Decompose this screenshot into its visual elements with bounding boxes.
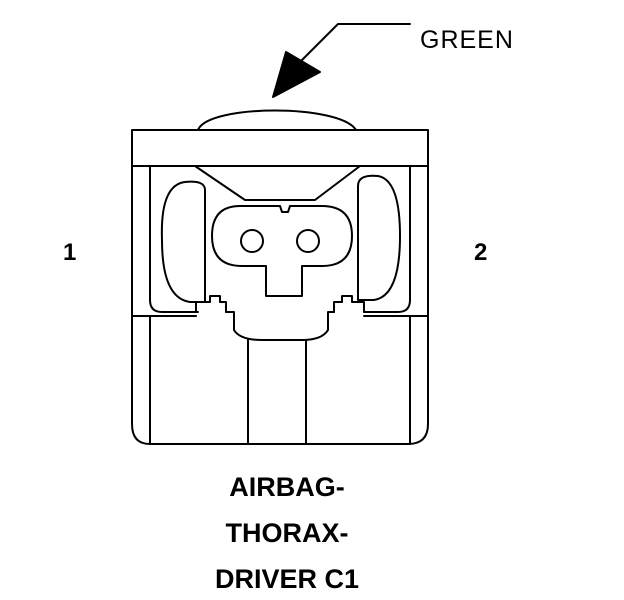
locking-tab — [197, 109, 357, 131]
housing-ribs — [131, 315, 429, 445]
cavity-outline — [131, 165, 419, 313]
caption-line-2: THORAX- — [225, 518, 349, 548]
latch-left — [195, 295, 227, 313]
terminal-2 — [296, 229, 320, 253]
cavity-right — [357, 174, 401, 301]
pin-label-2: 2 — [474, 239, 488, 266]
cavity-left — [160, 180, 206, 303]
callout-arrowhead — [272, 51, 321, 98]
terminal-block — [211, 205, 353, 297]
terminal-1 — [240, 229, 264, 253]
caption-line-1: AIRBAG- — [229, 472, 345, 502]
callout-leader — [272, 23, 411, 98]
lower-lip — [225, 311, 335, 341]
caption-line-3: DRIVER C1 — [214, 564, 360, 594]
connector-housing — [131, 129, 429, 445]
pin-label-1: 1 — [63, 239, 77, 266]
wire-color-label: GREEN — [420, 26, 514, 54]
latch-right — [333, 295, 365, 313]
